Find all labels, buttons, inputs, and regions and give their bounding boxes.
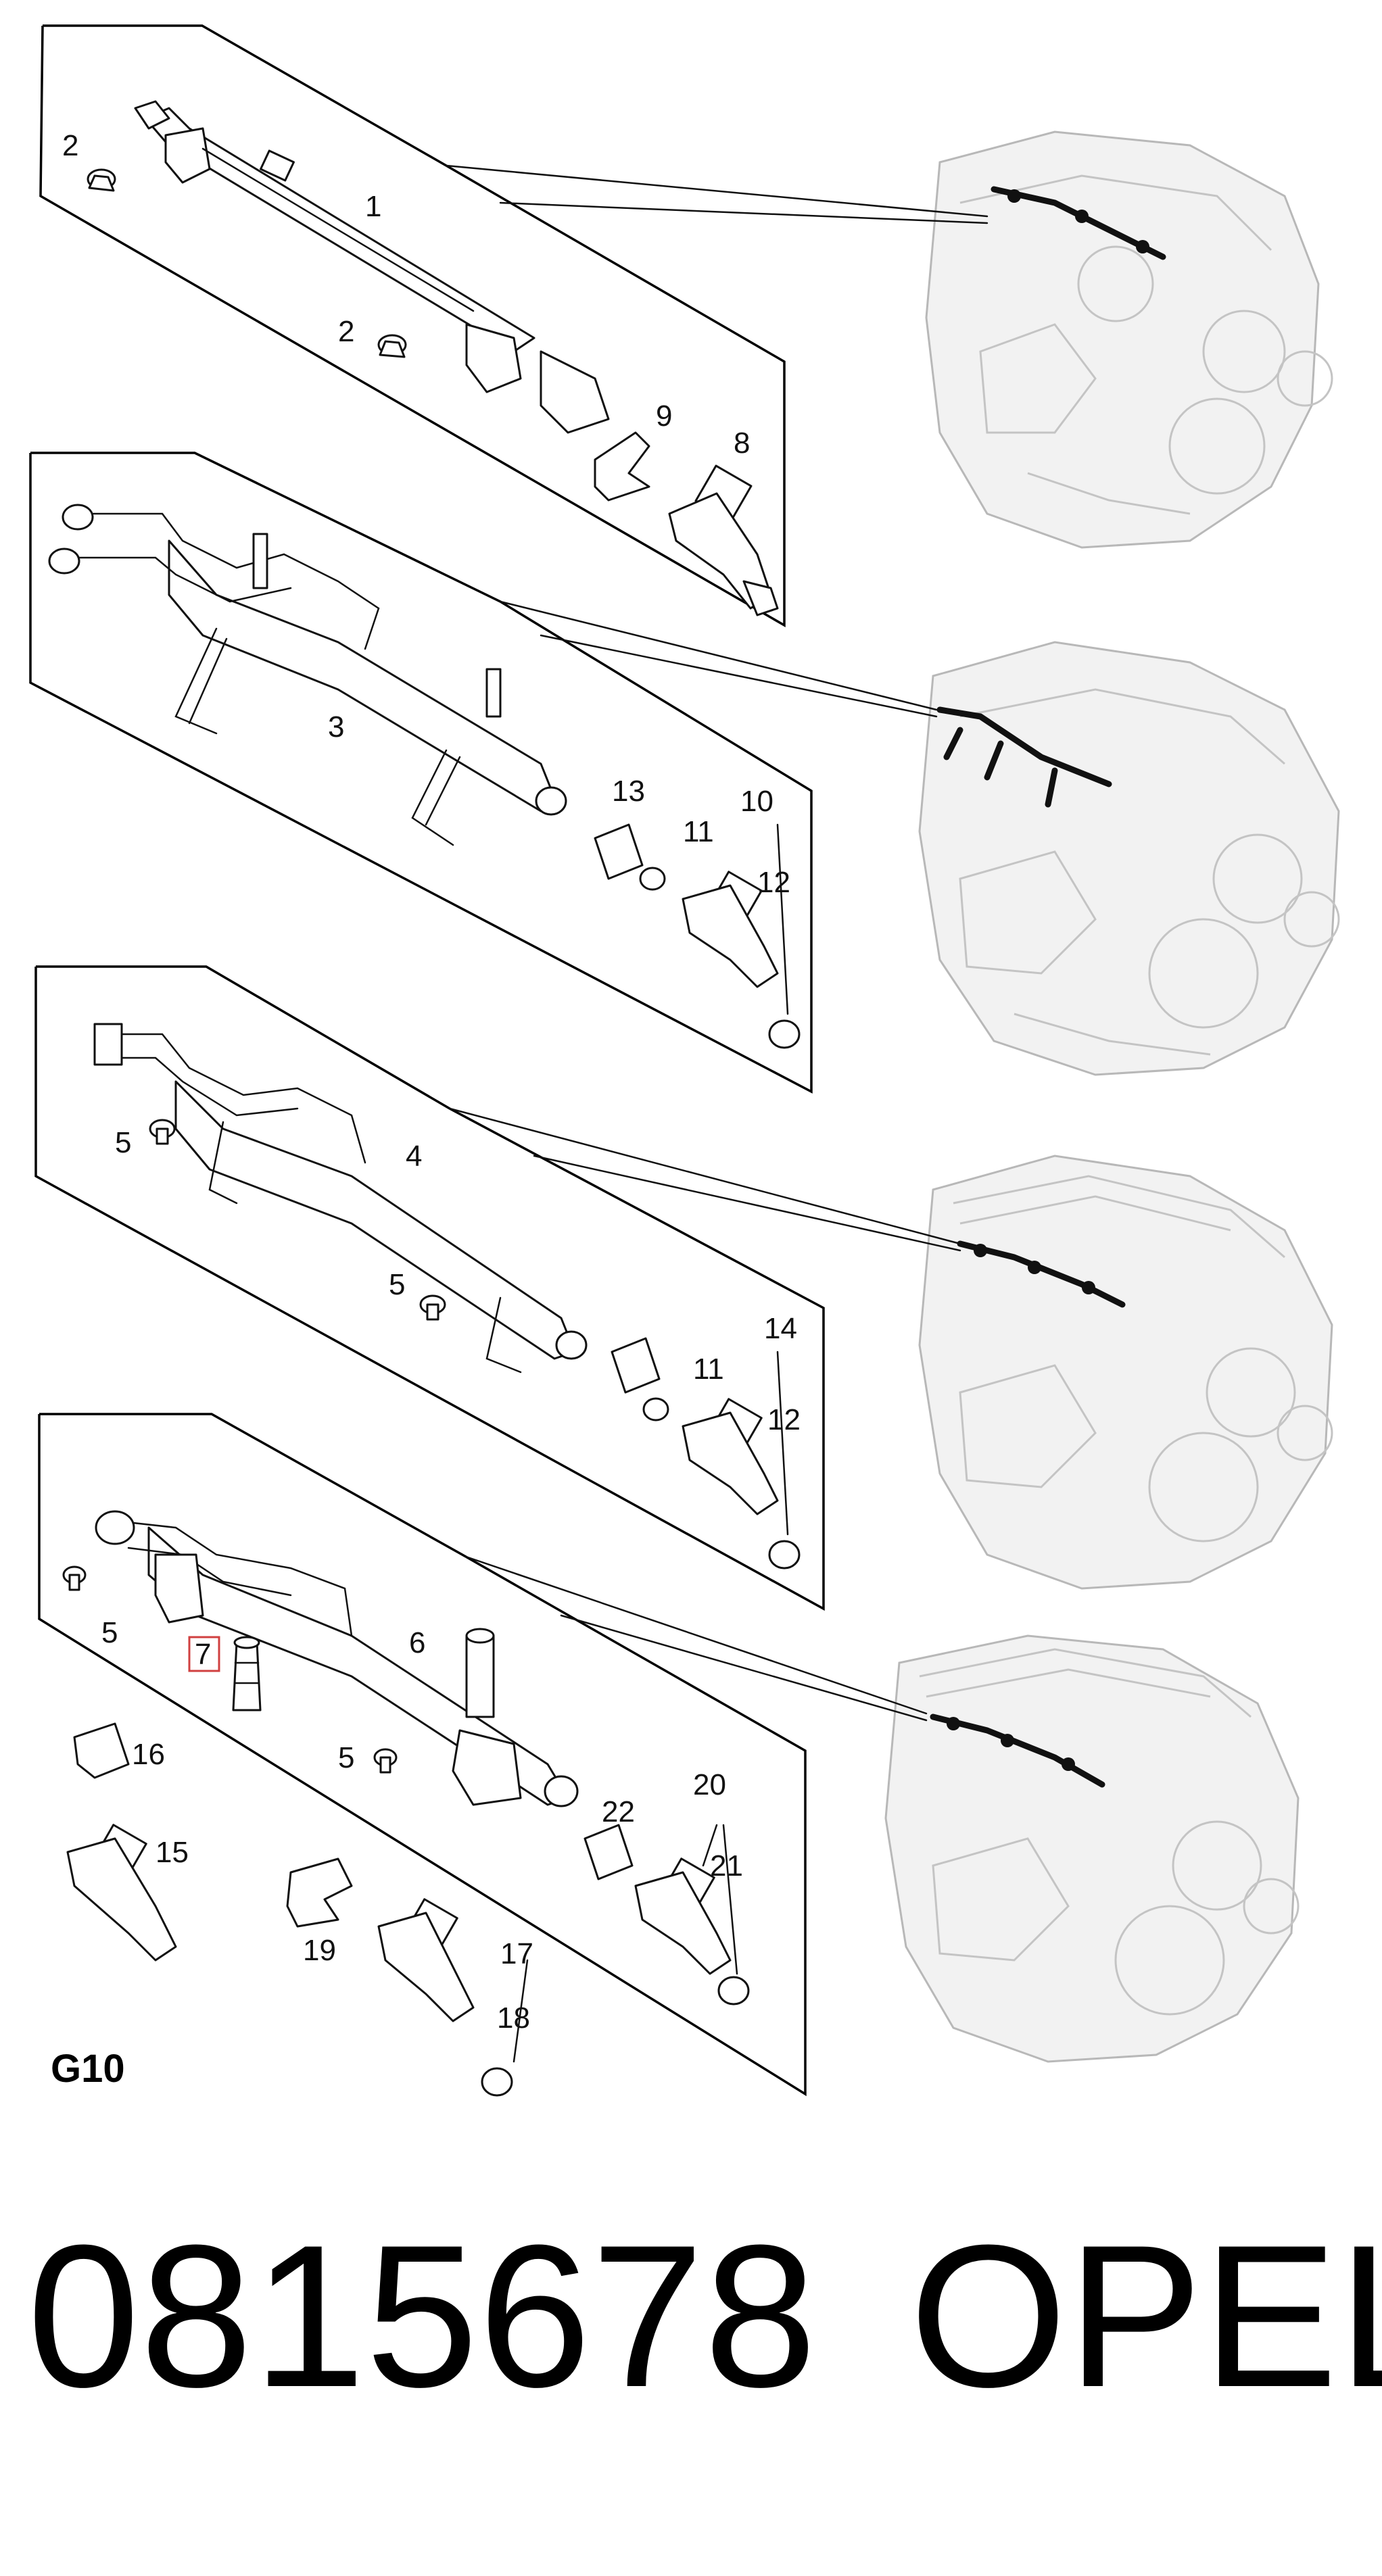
panel-4-leader	[464, 1555, 928, 1715]
o-ring-11	[639, 867, 666, 891]
engine-illustration-2	[918, 641, 1340, 1076]
brand-name: OPEL	[909, 2202, 1382, 2429]
panel-1-leader	[445, 164, 988, 218]
o-ring-21	[717, 1976, 750, 2006]
panel-4-outline	[38, 1413, 807, 2097]
bolt-5c	[62, 1565, 87, 1591]
engine-illustration-1	[925, 130, 1333, 549]
callout-label: 5	[389, 1268, 405, 1301]
engine-illustrations	[884, 130, 1340, 2063]
callout-label: 3	[328, 710, 344, 744]
panel-2-parts	[48, 504, 801, 1049]
callout-label: 13	[612, 775, 645, 808]
injector-14	[682, 1398, 779, 1515]
clip-16	[73, 1722, 130, 1779]
callout-label: 16	[132, 1738, 165, 1771]
callout-label: 10	[740, 785, 773, 818]
panel-4-leader-2	[560, 1614, 928, 1722]
panel-2-leader	[499, 600, 938, 711]
injector-15	[66, 1824, 177, 1962]
panel-3-leader-2	[533, 1155, 961, 1252]
engine-illustration-3	[918, 1155, 1333, 1590]
callout-label: 22	[602, 1795, 635, 1828]
callout-label: 5	[115, 1126, 131, 1159]
callout-label: 1	[365, 190, 381, 223]
screw-2b	[377, 334, 407, 358]
callout-label: 15	[156, 1836, 189, 1869]
callout-label: 11	[683, 815, 714, 848]
callout-label: 11	[693, 1353, 724, 1386]
clip-13	[594, 823, 644, 880]
callout-label: 12	[757, 866, 790, 899]
callout-label: 9	[656, 399, 672, 433]
clip-22	[583, 1824, 634, 1880]
panel-4-parts	[62, 1510, 750, 2006]
injector-10	[682, 871, 779, 988]
panel-outlines	[29, 24, 988, 2097]
clip-14	[611, 1337, 661, 1394]
callout-label: 2	[338, 315, 354, 348]
loose-parts	[66, 1722, 529, 2097]
callout-label: 18	[497, 2001, 530, 2035]
injector-20	[634, 1857, 732, 1975]
o-ring-12	[768, 1019, 801, 1049]
panel-1-leader-2	[499, 201, 988, 224]
callout-label: 20	[693, 1768, 726, 1801]
panel-3-parts	[93, 1023, 801, 1570]
callout-label: 14	[764, 1312, 797, 1345]
bolt-5d	[373, 1748, 398, 1774]
callout-label: 5	[101, 1616, 118, 1649]
panel-1-parts	[87, 100, 779, 616]
part-number: 0815678	[27, 2202, 817, 2429]
pressure-fitting-7	[232, 1636, 262, 1711]
bolt-5a	[149, 1119, 176, 1145]
callout-label: 12	[767, 1403, 801, 1436]
injector-8	[668, 464, 779, 616]
fuel-rail-4	[174, 1080, 576, 1360]
callout-label: 19	[303, 1934, 336, 1967]
highlighted-callout-label: 7	[195, 1638, 211, 1671]
callout-labels: 2 1 2 9 8 3 13 11 10 12 4 5 5 14 11 12 6…	[62, 129, 801, 2035]
o-ring-18	[481, 2067, 513, 2097]
clip-9	[594, 431, 650, 502]
bolt-5b	[419, 1294, 446, 1321]
callout-label: 8	[734, 427, 750, 460]
panel-3-outline	[34, 965, 825, 1611]
clip-19	[286, 1857, 353, 1928]
engine-illustration-4	[884, 1634, 1300, 2063]
o-ring-11b	[642, 1397, 669, 1421]
o-ring-12b	[768, 1540, 801, 1570]
panel-3-leader	[448, 1107, 961, 1245]
callout-label: 17	[500, 1937, 533, 1970]
highlight-box	[188, 1636, 220, 1672]
screw-2a	[87, 168, 116, 192]
injector-17	[377, 1898, 475, 2022]
callout-label: 5	[338, 1741, 354, 1774]
panel-2-leader-2	[540, 634, 938, 718]
callout-label: 21	[710, 1849, 743, 1882]
panel-1-outline	[39, 24, 786, 628]
callout-label: 6	[409, 1626, 425, 1659]
group-code: G10	[51, 2047, 125, 2091]
callout-label: 2	[62, 129, 78, 162]
callout-label: 4	[406, 1140, 422, 1173]
panel-2-outline	[29, 452, 813, 1094]
